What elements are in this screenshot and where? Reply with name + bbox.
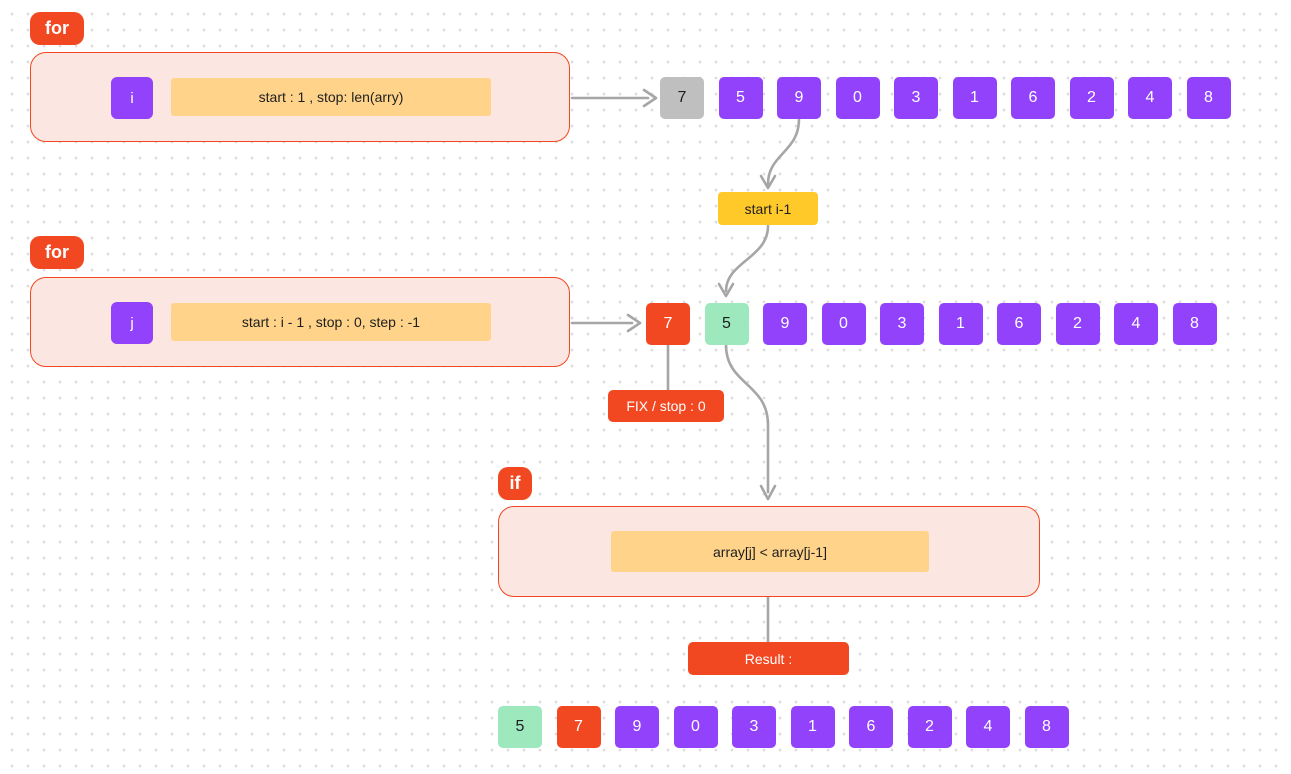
array-cell-6[interactable]: 6 — [1011, 77, 1055, 119]
connector-loop2-to-array[interactable] — [570, 313, 642, 333]
result-tag[interactable]: Result : — [688, 642, 849, 675]
array-cell-7[interactable]: 7 — [660, 77, 704, 119]
array-cell-6[interactable]: 6 — [849, 706, 893, 748]
if-badge[interactable]: if — [498, 467, 532, 500]
outer-loop-condition[interactable]: start : 1 , stop: len(arry) — [171, 78, 491, 116]
connector-cell9-to-start-pointer[interactable] — [759, 117, 801, 190]
array-cell-9[interactable]: 9 — [777, 77, 821, 119]
array-cell-9[interactable]: 9 — [763, 303, 807, 345]
for-badge-inner[interactable]: for — [30, 236, 84, 269]
array-cell-1[interactable]: 1 — [790, 706, 835, 748]
array-cell-0[interactable]: 0 — [835, 77, 880, 119]
array-cell-1[interactable]: 1 — [952, 77, 997, 119]
array-cell-3[interactable]: 3 — [732, 706, 776, 748]
array-cell-3[interactable]: 3 — [894, 77, 938, 119]
if-condition-box[interactable]: array[j] < array[j-1] — [498, 506, 1040, 597]
array-cell-2[interactable]: 2 — [1055, 303, 1100, 345]
array-cell-8[interactable]: 8 — [1172, 303, 1217, 345]
connector-cell5-to-if[interactable] — [724, 343, 777, 501]
array-cell-1[interactable]: 1 — [938, 303, 983, 345]
array-cell-5[interactable]: 5 — [718, 77, 763, 119]
array-cell-2[interactable]: 2 — [1069, 77, 1114, 119]
array-cell-8[interactable]: 8 — [1186, 77, 1231, 119]
array-cell-0[interactable]: 0 — [821, 303, 866, 345]
array-cell-5[interactable]: 5 — [498, 706, 542, 748]
array-cell-9[interactable]: 9 — [615, 706, 659, 748]
inner-loop-condition[interactable]: start : i - 1 , stop : 0, step : -1 — [171, 303, 491, 341]
inner-loop-box[interactable]: j start : i - 1 , stop : 0, step : -1 — [30, 277, 570, 367]
fix-stop-tag[interactable]: FIX / stop : 0 — [608, 390, 724, 422]
connector-start-pointer-to-cell5[interactable] — [717, 224, 770, 298]
connector-loop1-to-array[interactable] — [570, 88, 658, 108]
array-cell-4[interactable]: 4 — [966, 706, 1010, 748]
array-cell-7[interactable]: 7 — [646, 303, 690, 345]
array-cell-5[interactable]: 5 — [704, 303, 749, 345]
array-cell-0[interactable]: 0 — [673, 706, 718, 748]
outer-loop-box[interactable]: i start : 1 , stop: len(arry) — [30, 52, 570, 142]
for-badge-outer[interactable]: for — [30, 12, 84, 45]
array-cell-4[interactable]: 4 — [1114, 303, 1158, 345]
loop-variable-j-chip[interactable]: j — [111, 302, 153, 344]
array-cell-4[interactable]: 4 — [1128, 77, 1172, 119]
start-pointer-tag[interactable]: start i-1 — [718, 192, 818, 225]
array-cell-7[interactable]: 7 — [556, 706, 601, 748]
array-cell-3[interactable]: 3 — [880, 303, 924, 345]
array-cell-2[interactable]: 2 — [907, 706, 952, 748]
if-condition[interactable]: array[j] < array[j-1] — [611, 531, 929, 572]
array-cell-8[interactable]: 8 — [1024, 706, 1069, 748]
loop-variable-i-chip[interactable]: i — [111, 77, 153, 119]
array-cell-6[interactable]: 6 — [997, 303, 1041, 345]
